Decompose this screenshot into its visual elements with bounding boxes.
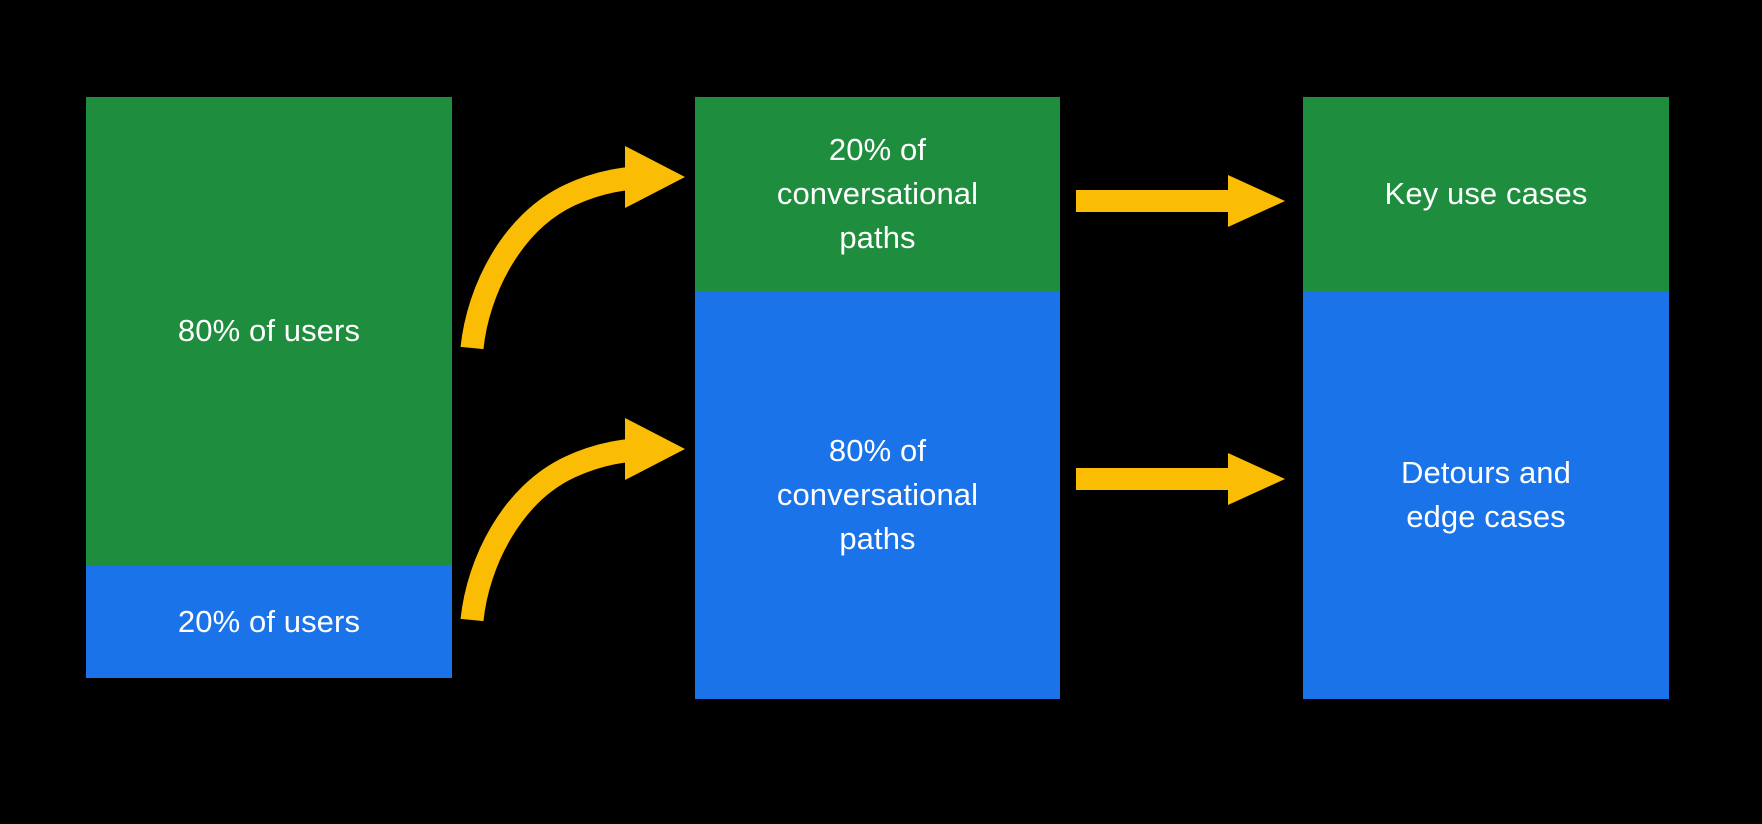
- segment-paths-80[interactable]: 80% of conversational paths: [695, 291, 1060, 699]
- column-users: 80% of users 20% of users: [86, 97, 452, 678]
- segment-paths-20[interactable]: 20% of conversational paths: [695, 97, 1060, 291]
- segment-key-use-cases-label: Key use cases: [1384, 175, 1588, 211]
- column-outcomes: Key use cases Detours and edge cases: [1303, 97, 1669, 699]
- segment-users-80-label: 80% of users: [177, 313, 361, 349]
- segment-detours-edge-cases[interactable]: Detours and edge cases: [1303, 291, 1669, 699]
- segment-users-20[interactable]: 20% of users: [86, 566, 452, 678]
- segment-key-use-cases[interactable]: Key use cases: [1303, 97, 1669, 291]
- curved-arrow-top-hit[interactable]: [460, 160, 695, 360]
- straight-arrow-top-hit[interactable]: [1076, 175, 1286, 227]
- segment-paths-20-label: 20% of conversational paths: [776, 131, 979, 255]
- segment-detours-edge-cases-label: Detours and edge cases: [1401, 454, 1571, 534]
- segment-paths-80-label: 80% of conversational paths: [776, 432, 979, 556]
- straight-arrow-bottom-hit[interactable]: [1076, 453, 1286, 505]
- segment-users-80[interactable]: 80% of users: [86, 97, 452, 566]
- curved-arrow-bottom-hit[interactable]: [460, 430, 695, 630]
- column-conversational-paths: 20% of conversational paths 80% of conve…: [695, 97, 1060, 699]
- segment-users-20-label: 20% of users: [177, 603, 361, 639]
